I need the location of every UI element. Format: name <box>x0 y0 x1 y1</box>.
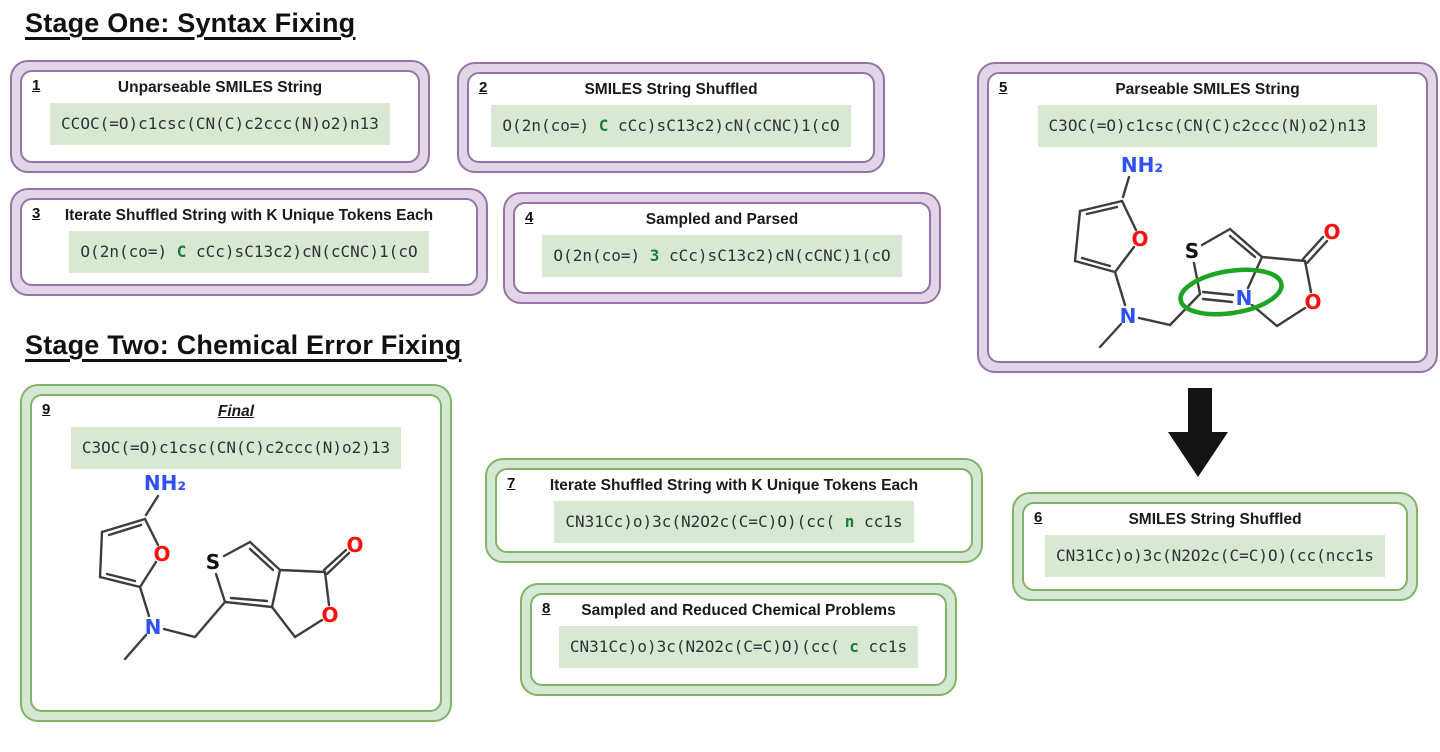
box-9-code: C3OC(=O)c1csc(CN(C)c2ccc(N)o2)13 <box>70 427 402 469</box>
atom-label-o: O <box>1131 227 1148 251</box>
atom-label-nh2: NH₂ <box>1121 153 1163 177</box>
atom-labels: NH₂ O N S O O <box>144 471 364 639</box>
code-highlight: 3 <box>649 246 660 265</box>
code-prefix: CN31Cc)o)3c(N2O2c(C=C)O)(cc( <box>565 512 845 531</box>
atom-label-n: N <box>145 615 162 639</box>
code-suffix: cCc)sC13c2)cN(cCNC)1(cO <box>659 246 891 265</box>
box-7-code: CN31Cc)o)3c(N2O2c(C=C)O)(cc( n cc1s <box>554 501 914 543</box>
code-prefix: O(2n(co=) <box>80 242 177 261</box>
box-1-inner: 1 Unparseable SMILES String CCOC(=O)c1cs… <box>20 70 420 163</box>
box-6-number: 6 <box>1034 509 1043 526</box>
atom-label-ring-o: O <box>321 603 338 627</box>
code-highlight: n <box>844 512 855 531</box>
box-7-title: Iterate Shuffled String with K Unique To… <box>549 477 919 494</box>
box-8-code: CN31Cc)o)3c(N2O2c(C=C)O)(cc( c cc1s <box>558 626 919 668</box>
code-highlight: C <box>598 116 609 135</box>
code-highlight: c <box>849 637 859 656</box>
box-7-number: 7 <box>507 475 516 492</box>
code-prefix: CN31Cc)o)3c(N2O2c(C=C)O)(cc(ncc1s <box>1056 546 1374 565</box>
code-suffix: cCc)sC13c2)cN(cCNC)1(cO <box>608 116 840 135</box>
box-1-unparseable-smiles: 1 Unparseable SMILES String CCOC(=O)c1cs… <box>10 60 430 173</box>
box-9-inner: 9 Final C3OC(=O)c1csc(CN(C)c2ccc(N)o2)13 <box>30 394 442 712</box>
box-8-number: 8 <box>542 600 551 617</box>
box-3-code: O(2n(co=) C cCc)sC13c2)cN(cCNC)1(cO <box>69 231 429 273</box>
code-prefix: CN31Cc)o)3c(N2O2c(C=C)O)(cc( <box>569 637 850 656</box>
box-6-title: SMILES String Shuffled <box>1128 511 1302 528</box>
box-4-title: Sampled and Parsed <box>645 211 799 228</box>
box-1-number: 1 <box>32 77 41 94</box>
molecule-with-chemical-error: NH₂ O N S N O O <box>1073 153 1341 349</box>
code-prefix: O(2n(co=) <box>553 246 650 265</box>
atom-label-nh2: NH₂ <box>144 471 186 495</box>
box-4-code: O(2n(co=) 3 cCc)sC13c2)cN(cCNC)1(cO <box>542 235 902 277</box>
box-6-shuffled-smiles: 6 SMILES String Shuffled CN31Cc)o)3c(N2O… <box>1012 492 1418 601</box>
box-3-inner: 3 Iterate Shuffled String with K Unique … <box>20 198 478 286</box>
atom-label-carbonyl-o: O <box>1323 220 1340 244</box>
molecule-fixed: NH₂ O N S O O <box>98 471 364 661</box>
code-prefix: C3OC(=O)c1csc(CN(C)c2ccc(N)o2)13 <box>81 438 391 457</box>
error-highlight-ellipse <box>1178 267 1284 317</box>
bond-lines <box>98 494 351 661</box>
box-3-number: 3 <box>32 205 41 222</box>
box-6-inner: 6 SMILES String Shuffled CN31Cc)o)3c(N2O… <box>1022 502 1408 591</box>
box-7-inner: 7 Iterate Shuffled String with K Unique … <box>495 468 973 553</box>
atom-label-carbonyl-o: O <box>346 533 363 557</box>
atom-label-n: N <box>1120 304 1137 328</box>
box-4-inner: 4 Sampled and Parsed O(2n(co=) 3 cCc)sC1… <box>513 202 931 294</box>
box-9-number: 9 <box>42 401 51 418</box>
box-5-parseable-smiles: 5 Parseable SMILES String C3OC(=O)c1csc(… <box>977 62 1438 373</box>
code-prefix: O(2n(co=) <box>502 116 599 135</box>
stage-one-heading: Stage One: Syntax Fixing <box>25 8 356 38</box>
box-5-inner: 5 Parseable SMILES String C3OC(=O)c1csc(… <box>987 72 1428 363</box>
code-highlight: C <box>176 242 187 261</box>
box-4-number: 4 <box>525 209 534 226</box>
atom-label-ring-n: N <box>1236 286 1253 310</box>
bond-lines <box>1073 175 1329 349</box>
box-1-title: Unparseable SMILES String <box>117 79 323 96</box>
atom-label-ring-o: O <box>1304 290 1321 314</box>
box-5-number: 5 <box>999 79 1008 96</box>
down-arrow-icon <box>1168 388 1228 477</box>
box-8-inner: 8 Sampled and Reduced Chemical Problems … <box>530 593 947 686</box>
box-7-iterate-shuffled: 7 Iterate Shuffled String with K Unique … <box>485 458 983 563</box>
atom-label-s: S <box>1185 239 1199 263</box>
box-3-title: Iterate Shuffled String with K Unique To… <box>64 207 434 224</box>
box-8-title: Sampled and Reduced Chemical Problems <box>581 602 896 619</box>
box-9-final: 9 Final C3OC(=O)c1csc(CN(C)c2ccc(N)o2)13 <box>20 384 452 722</box>
code-suffix: cCc)sC13c2)cN(cCNC)1(cO <box>186 242 418 261</box>
code-prefix: C3OC(=O)c1csc(CN(C)c2ccc(N)o2)n13 <box>1048 116 1367 135</box>
box-6-code: CN31Cc)o)3c(N2O2c(C=C)O)(cc(ncc1s <box>1045 535 1385 577</box>
box-3-iterate-shuffled: 3 Iterate Shuffled String with K Unique … <box>10 188 488 296</box>
box-2-code: O(2n(co=) C cCc)sC13c2)cN(cCNC)1(cO <box>491 105 851 147</box>
atom-label-o: O <box>153 542 170 566</box>
box-4-sampled-parsed: 4 Sampled and Parsed O(2n(co=) 3 cCc)sC1… <box>503 192 941 304</box>
box-9-title: Final <box>217 403 255 420</box>
box-2-title: SMILES String Shuffled <box>584 81 758 98</box>
box-5-title: Parseable SMILES String <box>1115 81 1300 98</box>
box-5-code: C3OC(=O)c1csc(CN(C)c2ccc(N)o2)n13 <box>1037 105 1378 147</box>
box-2-shuffled-smiles: 2 SMILES String Shuffled O(2n(co=) C cCc… <box>457 62 885 173</box>
box-1-code: CCOC(=O)c1csc(CN(C)c2ccc(N)o2)n13 <box>50 103 390 145</box>
box-2-number: 2 <box>479 79 488 96</box>
atom-label-s: S <box>206 550 220 574</box>
code-prefix: CCOC(=O)c1csc(CN(C)c2ccc(N)o2)n13 <box>61 114 379 133</box>
box-8-sampled-reduced: 8 Sampled and Reduced Chemical Problems … <box>520 583 957 696</box>
code-suffix: cc1s <box>854 512 903 531</box>
code-suffix: cc1s <box>858 637 908 656</box>
atom-labels: NH₂ O N S N O O <box>1120 153 1341 328</box>
box-2-inner: 2 SMILES String Shuffled O(2n(co=) C cCc… <box>467 72 875 163</box>
stage-two-heading: Stage Two: Chemical Error Fixing <box>25 330 462 360</box>
